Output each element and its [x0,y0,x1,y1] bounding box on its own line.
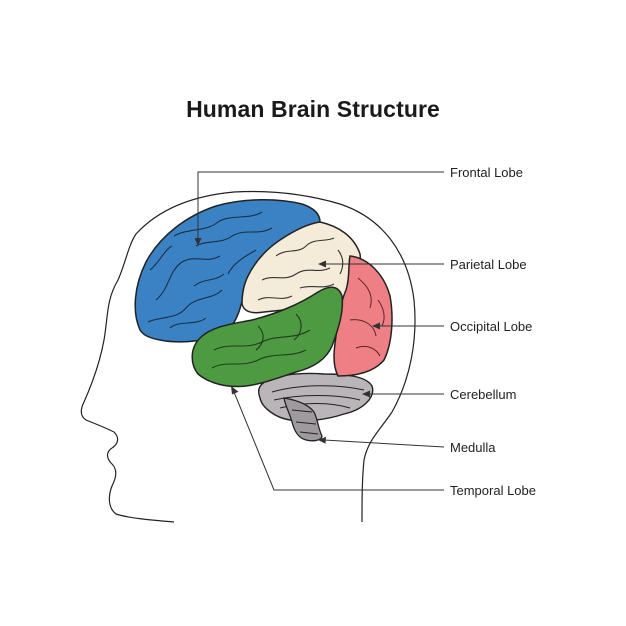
medulla-region [283,397,323,442]
label-parietal-lobe: Parietal Lobe [450,257,527,272]
arrowheads [194,238,380,444]
parietal-gyri [257,237,344,301]
occipital-gyri [349,277,385,357]
label-cerebellum: Cerebellum [450,387,517,402]
occipital-lobe-region [333,255,393,377]
temporal-gyri [211,313,311,369]
head-outline [80,190,416,523]
diagram-title: Human Brain Structure [186,96,440,122]
label-medulla: Medulla [450,440,496,455]
label-temporal-lobe: Temporal Lobe [450,483,536,498]
label-frontal-lobe: Frontal Lobe [450,165,523,180]
label-occipital-lobe: Occipital Lobe [450,319,533,334]
leader-lines [197,171,445,491]
cerebellum-region [257,372,374,422]
temporal-lobe-region [191,286,344,388]
frontal-gyri [147,211,273,329]
